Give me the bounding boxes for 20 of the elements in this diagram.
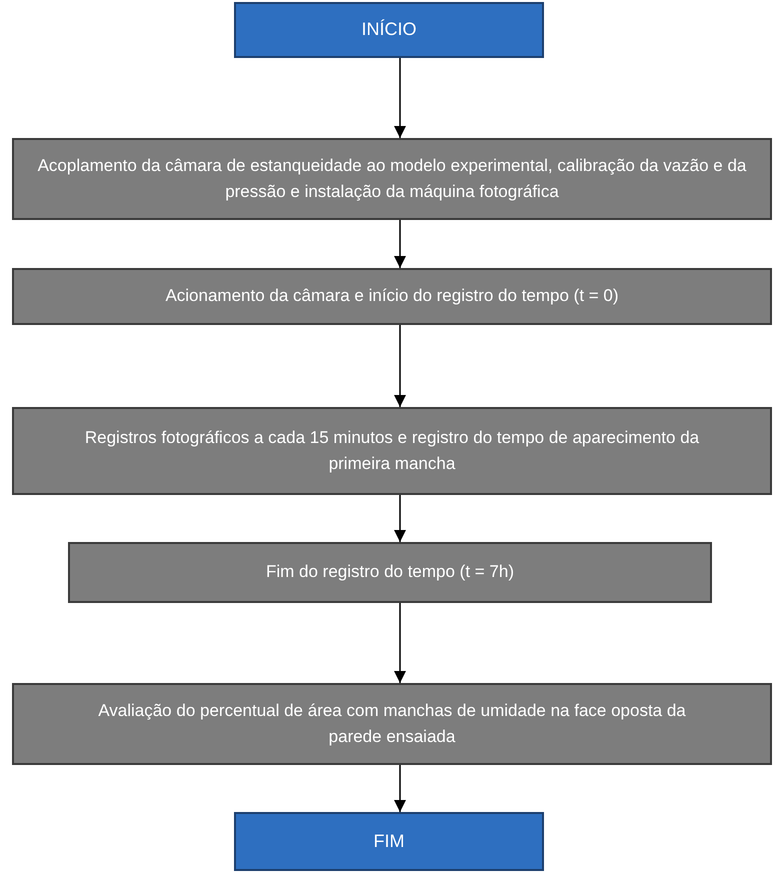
process-box	[12, 138, 772, 220]
step-text: Acionamento da câmara e início do registro do tempo (t = 0)	[165, 285, 619, 308]
arrow	[394, 603, 406, 683]
step-text: Fim do registro do tempo (t = 7h)	[266, 561, 514, 584]
process-box	[12, 268, 772, 325]
process-box	[68, 542, 712, 603]
arrow	[394, 325, 406, 407]
arrow	[394, 495, 406, 542]
process-box	[12, 683, 772, 765]
terminal-box	[234, 2, 544, 58]
terminal-label: FIM	[374, 830, 404, 853]
step-text: Acoplamento da câmara de estanqueidade ao modelo experimental, calibração da vazão e da pressão e instalação da máquina fotográfica	[36, 154, 748, 203]
step-text: Registros fotográficos a cada 15 minutos e registro do tempo de aparecimento da primeira mancha	[84, 426, 700, 475]
arrow	[394, 58, 406, 138]
terminal-label: INÍCIO	[361, 18, 416, 42]
arrow	[394, 220, 406, 268]
process-box	[12, 407, 772, 495]
arrow	[394, 765, 406, 812]
terminal-box	[234, 812, 544, 871]
step-text: Avaliação do percentual de área com manchas de umidade na face oposta da parede ensaiada	[97, 700, 687, 748]
